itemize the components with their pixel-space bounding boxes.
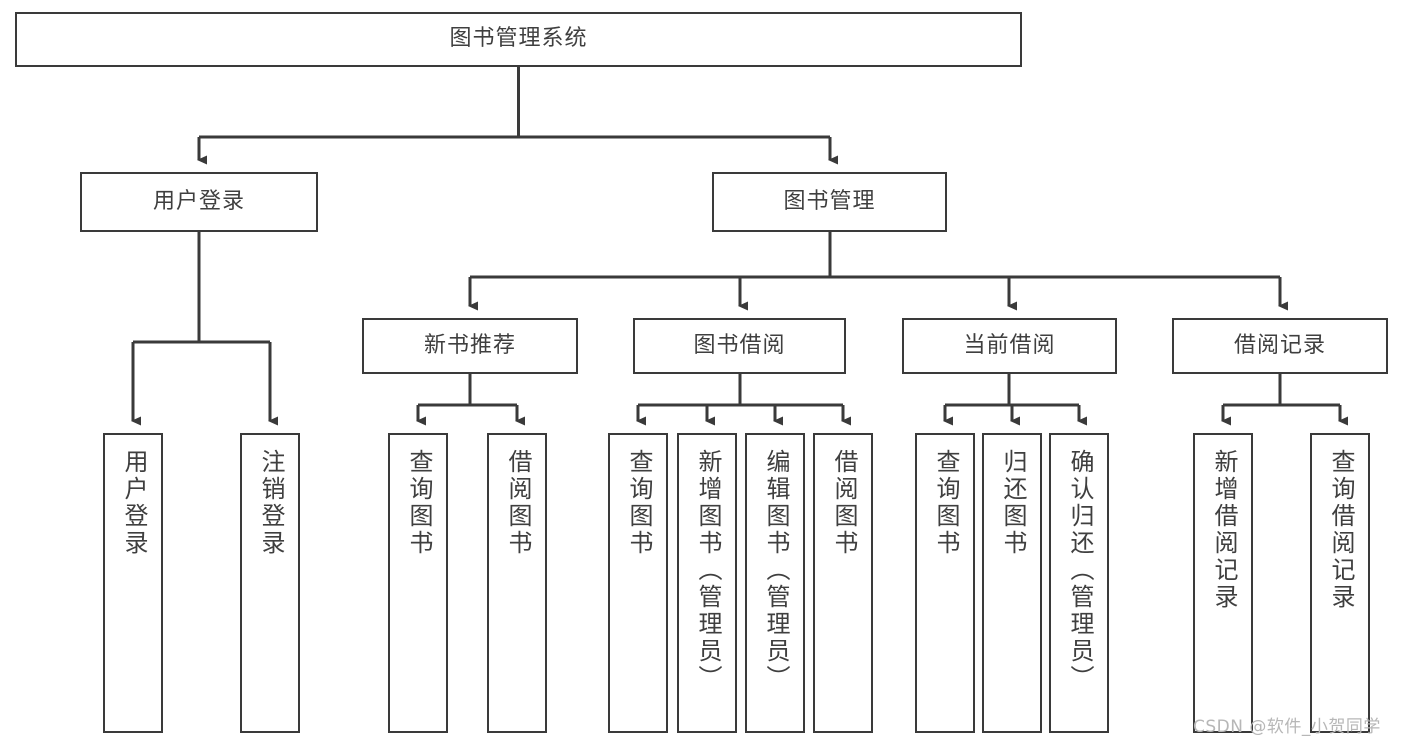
node-leaf-return-book-label: 归还图书 <box>998 449 1027 557</box>
node-leaf-query-book-current[interactable]: 查询图书 <box>915 433 975 733</box>
node-leaf-add-record[interactable]: 新增借阅记录 <box>1193 433 1253 733</box>
node-leaf-return-book[interactable]: 归还图书 <box>982 433 1042 733</box>
node-borrow-record-label: 借阅记录 <box>1233 332 1326 358</box>
node-leaf-add-record-label: 新增借阅记录 <box>1209 449 1238 611</box>
node-leaf-borrow-book[interactable]: 借阅图书 <box>813 433 873 733</box>
node-leaf-borrow-book-new-label: 借阅图书 <box>503 449 532 557</box>
node-user-login-label: 用户登录 <box>152 188 245 214</box>
node-leaf-edit-book[interactable]: 编辑图书（管理员） <box>745 433 805 733</box>
node-leaf-query-book-new[interactable]: 查询图书 <box>388 433 448 733</box>
node-user-login[interactable]: 用户登录 <box>80 172 318 232</box>
node-leaf-edit-book-label: 编辑图书（管理员） <box>761 449 790 692</box>
node-root[interactable]: 图书管理系统 <box>15 12 1022 67</box>
node-leaf-query-record-label: 查询借阅记录 <box>1326 449 1355 611</box>
node-leaf-query-book-borrow-label: 查询图书 <box>624 449 653 557</box>
node-borrow-record[interactable]: 借阅记录 <box>1172 318 1388 374</box>
node-leaf-logout[interactable]: 注销登录 <box>240 433 300 733</box>
node-book-borrow[interactable]: 图书借阅 <box>633 318 846 374</box>
node-leaf-user-login-label: 用户登录 <box>119 449 148 557</box>
node-leaf-borrow-book-label: 借阅图书 <box>829 449 858 557</box>
node-leaf-query-book-new-label: 查询图书 <box>404 449 433 557</box>
node-leaf-add-book-label: 新增图书（管理员） <box>693 449 722 692</box>
watermark-text: CSDN @软件_小贺同学 <box>1193 717 1381 737</box>
node-leaf-query-book-current-label: 查询图书 <box>931 449 960 557</box>
node-leaf-query-book-borrow[interactable]: 查询图书 <box>608 433 668 733</box>
node-current-borrow-label: 当前借阅 <box>963 332 1056 358</box>
node-current-borrow[interactable]: 当前借阅 <box>902 318 1117 374</box>
node-book-borrow-label: 图书借阅 <box>693 332 786 358</box>
node-book-manage[interactable]: 图书管理 <box>712 172 947 232</box>
node-new-book-recommend-label: 新书推荐 <box>423 332 516 358</box>
node-leaf-confirm-return-label: 确认归还（管理员） <box>1065 449 1094 692</box>
node-leaf-confirm-return[interactable]: 确认归还（管理员） <box>1049 433 1109 733</box>
node-leaf-borrow-book-new[interactable]: 借阅图书 <box>487 433 547 733</box>
node-book-manage-label: 图书管理 <box>783 188 876 214</box>
node-leaf-add-book[interactable]: 新增图书（管理员） <box>677 433 737 733</box>
node-leaf-user-login[interactable]: 用户登录 <box>103 433 163 733</box>
node-leaf-query-record[interactable]: 查询借阅记录 <box>1310 433 1370 733</box>
node-leaf-logout-label: 注销登录 <box>256 449 285 557</box>
node-new-book-recommend[interactable]: 新书推荐 <box>362 318 578 374</box>
node-root-label: 图书管理系统 <box>449 26 588 52</box>
